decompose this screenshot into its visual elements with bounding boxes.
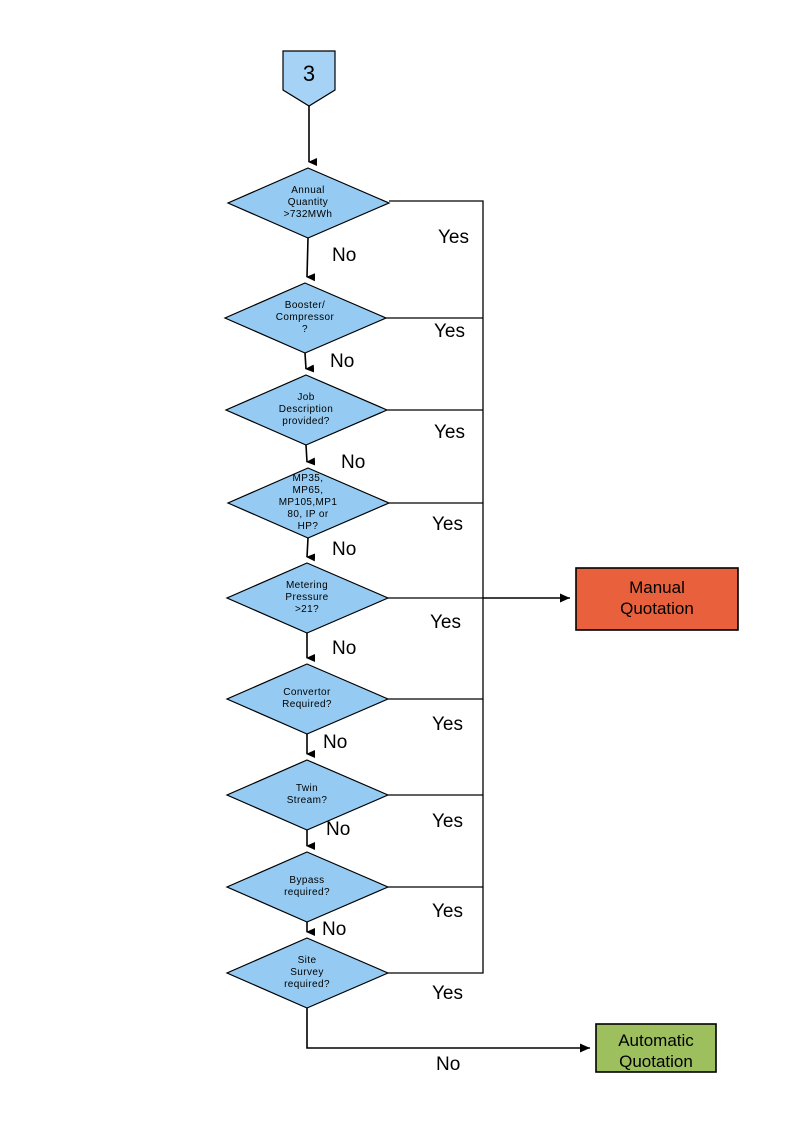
edge-label-no-metering-pressure: No: [332, 638, 357, 659]
edge-yes-site-survey: [388, 699, 484, 974]
edge-yes-annual-quantity: [389, 200, 484, 598]
edge-label-no-bypass: No: [322, 919, 347, 940]
decision-metering-pressure: [225, 562, 390, 634]
edge-label-yes-bypass: Yes: [432, 901, 463, 922]
edge-label-yes-metering-pressure: Yes: [430, 612, 461, 633]
edge-no-booster-to-job: [304, 352, 315, 373]
edge-label-no-annual-quantity: No: [332, 245, 357, 266]
decision-bypass: [225, 851, 390, 923]
edge-label-yes-convertor: Yes: [432, 714, 463, 735]
decision-annual-quantity: [226, 167, 391, 239]
edge-no-meter-to-pressure: [306, 537, 316, 562]
edge-label-yes-site-survey: Yes: [432, 983, 463, 1004]
edge-no-site-survey-to-automatic: [306, 1008, 590, 1053]
decision-meter-type: [226, 467, 391, 539]
edge-label-yes-annual-quantity: Yes: [438, 227, 469, 248]
edge-label-no-meter-type: No: [332, 539, 357, 560]
decision-job-description: [224, 374, 389, 446]
edge-label-no-twin-stream: No: [326, 819, 351, 840]
terminal-manual-quotation: [575, 567, 739, 631]
edge-no-annual-to-booster: [306, 237, 316, 282]
edge-no-job-to-meter: [305, 444, 316, 466]
edge-label-yes-booster: Yes: [434, 321, 465, 342]
edge-label-no-booster: No: [330, 351, 355, 372]
edge-label-no-convertor: No: [323, 732, 348, 753]
decision-convertor: [225, 663, 390, 735]
start-connector-shape: [282, 50, 336, 107]
edge-label-no-site-survey: No: [436, 1054, 461, 1075]
edge-label-yes-twin-stream: Yes: [432, 811, 463, 832]
terminal-automatic-quotation: [595, 1023, 717, 1073]
edge-label-yes-job-description: Yes: [434, 422, 465, 443]
edge-label-yes-meter-type: Yes: [432, 514, 463, 535]
decision-site-survey: [225, 937, 390, 1009]
decision-twin-stream: [225, 759, 390, 831]
decision-booster: [223, 282, 388, 354]
edge-label-no-job-description: No: [341, 452, 366, 473]
